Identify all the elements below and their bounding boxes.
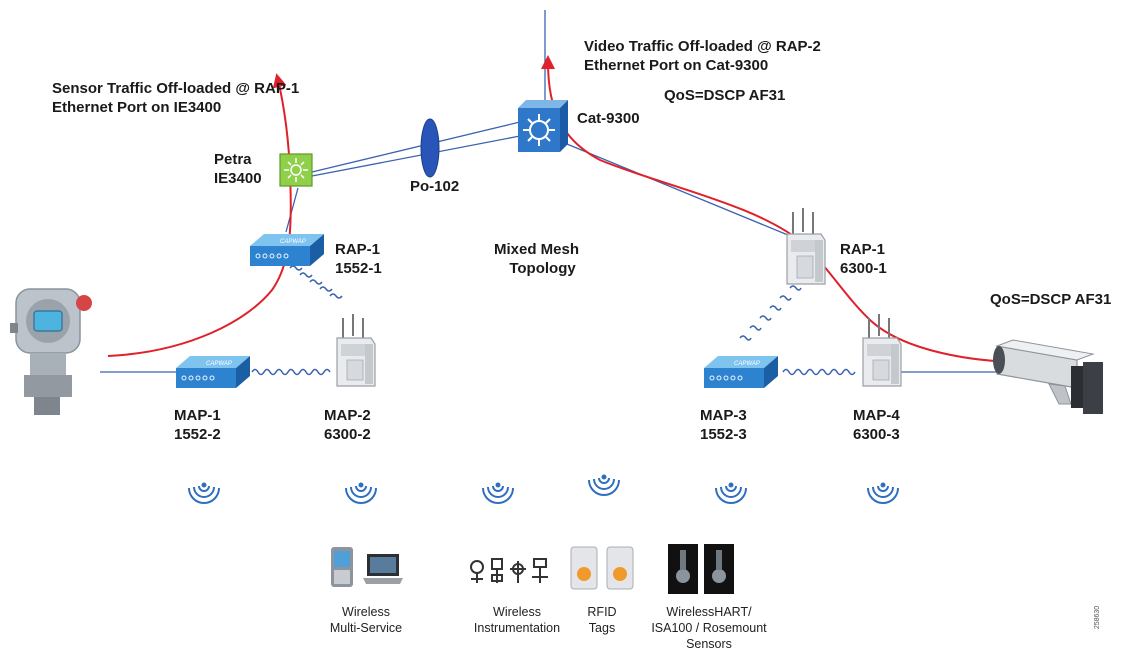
qos-top-label: QoS=DSCP AF31 — [664, 87, 786, 104]
figure-id: 258630 — [1094, 605, 1102, 630]
node-label-line: 1552-1 — [335, 260, 382, 277]
sensor-offload-annotation: Sensor Traffic Off-loaded @ RAP-1 Ethern… — [52, 79, 299, 117]
map2-label: MAP-2 6300-2 — [324, 406, 371, 444]
rap-right-label: RAP-1 6300-1 — [840, 240, 887, 278]
annotation-line: Sensor Traffic Off-loaded @ RAP-1 — [52, 80, 300, 97]
node-label-line: 6300-1 — [840, 260, 887, 277]
node-label-line: 1552-3 — [700, 426, 747, 443]
wirelesshart-sensor-icon — [668, 544, 698, 594]
node-label-line: MAP-4 — [853, 407, 900, 424]
cat9300-to-rap-right-link — [561, 141, 801, 241]
video-camera-icon — [993, 339, 1103, 414]
po-102-link-a — [311, 121, 521, 173]
port-channel-label: Po-102 — [410, 178, 460, 195]
caption-line: Wireless — [493, 605, 541, 619]
rfid-tag-icon — [570, 546, 598, 590]
video-offload-annotation: Video Traffic Off-loaded @ RAP-2 Etherne… — [584, 37, 821, 75]
mesh-link-map1-map2 — [251, 368, 331, 376]
video-traffic-path — [541, 55, 1013, 363]
smartphone-icon — [331, 547, 353, 587]
rap-left-label: RAP-1 1552-1 — [335, 240, 382, 278]
sensor-traffic-path — [107, 73, 292, 357]
map2-6300-access-point-icon — [336, 314, 376, 387]
rap-1552-access-point: CAPWAP — [246, 232, 326, 268]
annotation-line: Ethernet Port on Cat-9300 — [584, 57, 769, 74]
cat9300-switch-icon — [518, 100, 568, 152]
wifi-signal-icon — [345, 482, 377, 504]
capwap-badge: CAPWAP — [280, 239, 306, 245]
access-point-1552-icon: CAPWAP — [176, 356, 250, 388]
client-caption-multiservice: Wireless Multi-Service — [318, 604, 414, 636]
map1-access-point: CAPWAP — [172, 354, 252, 390]
client-caption-rfid: RFID Tags — [574, 604, 630, 636]
client-caption-instrumentation: Wireless Instrumentation — [462, 604, 572, 636]
caption-line: Wireless — [342, 605, 390, 619]
qos-right-label: QoS=DSCP AF31 — [990, 291, 1112, 308]
caption-line: RFID — [587, 605, 617, 619]
caption-line: WirelessHART/ — [666, 605, 752, 619]
wifi-signal-icon — [867, 482, 899, 504]
caption-line: Tags — [588, 621, 616, 635]
annotation-line: Video Traffic Off-loaded @ RAP-2 — [584, 38, 821, 55]
topology-line: Topology — [509, 260, 576, 277]
map4-label: MAP-4 6300-3 — [853, 406, 900, 444]
wifi-signal-icon — [588, 474, 620, 496]
annotation-line: Ethernet Port on IE3400 — [52, 99, 222, 116]
caption-line: Instrumentation — [473, 621, 561, 635]
mesh-link-rap-right-map3 — [739, 285, 802, 341]
node-label-line: MAP-3 — [700, 407, 747, 424]
node-label-line: RAP-1 — [840, 241, 886, 258]
wirelesshart-sensor-icon — [704, 544, 734, 594]
node-label-line: MAP-2 — [324, 407, 371, 424]
instrumentation-icon — [470, 558, 548, 583]
node-label-line: 1552-2 — [174, 426, 221, 443]
cat9300-label: Cat-9300 — [577, 110, 640, 127]
topology-line: Mixed Mesh — [494, 241, 580, 258]
wifi-signal-icon — [188, 482, 220, 504]
map3-access-point: CAPWAP — [700, 354, 780, 390]
map4-6300-access-point-icon — [862, 314, 902, 387]
topology-label: Mixed Mesh Topology — [494, 240, 579, 278]
mesh-link-map3-map4 — [782, 368, 856, 376]
map1-label: MAP-1 1552-2 — [174, 406, 221, 444]
po-102-link-b — [311, 135, 521, 177]
capwap-badge: CAPWAP — [206, 361, 232, 367]
ie3400-label: Petra IE3400 — [214, 150, 262, 188]
ie3400-switch-icon — [279, 153, 313, 187]
access-point-1552-icon: CAPWAP — [250, 234, 324, 266]
node-label-line: 6300-2 — [324, 426, 371, 443]
map3-label: MAP-3 1552-3 — [700, 406, 747, 444]
wifi-signal-icon — [482, 482, 514, 504]
pressure-transmitter-icon — [10, 288, 92, 415]
mesh-link-rap1-map2 — [289, 265, 343, 299]
node-label-line: IE3400 — [214, 170, 262, 187]
node-label-line: 6300-3 — [853, 426, 900, 443]
node-label-line: RAP-1 — [335, 241, 381, 258]
capwap-badge: CAPWAP — [734, 361, 760, 367]
caption-line: Sensors — [686, 637, 732, 651]
node-label-line: MAP-1 — [174, 407, 221, 424]
wifi-signal-icon — [715, 482, 747, 504]
caption-line: ISA100 / Rosemount — [651, 621, 767, 635]
rap-6300-access-point-icon — [786, 208, 826, 285]
access-point-1552-icon: CAPWAP — [704, 356, 778, 388]
ie3400-to-rap-left-link — [285, 187, 299, 233]
laptop-icon — [363, 554, 403, 584]
port-channel-ellipse — [420, 118, 440, 178]
node-label-line: Petra — [214, 151, 252, 168]
rfid-tag-icon — [606, 546, 634, 590]
caption-line: Multi-Service — [329, 621, 403, 635]
client-caption-wirelesshart: WirelessHART/ ISA100 / Rosemount Sensors — [634, 604, 784, 652]
